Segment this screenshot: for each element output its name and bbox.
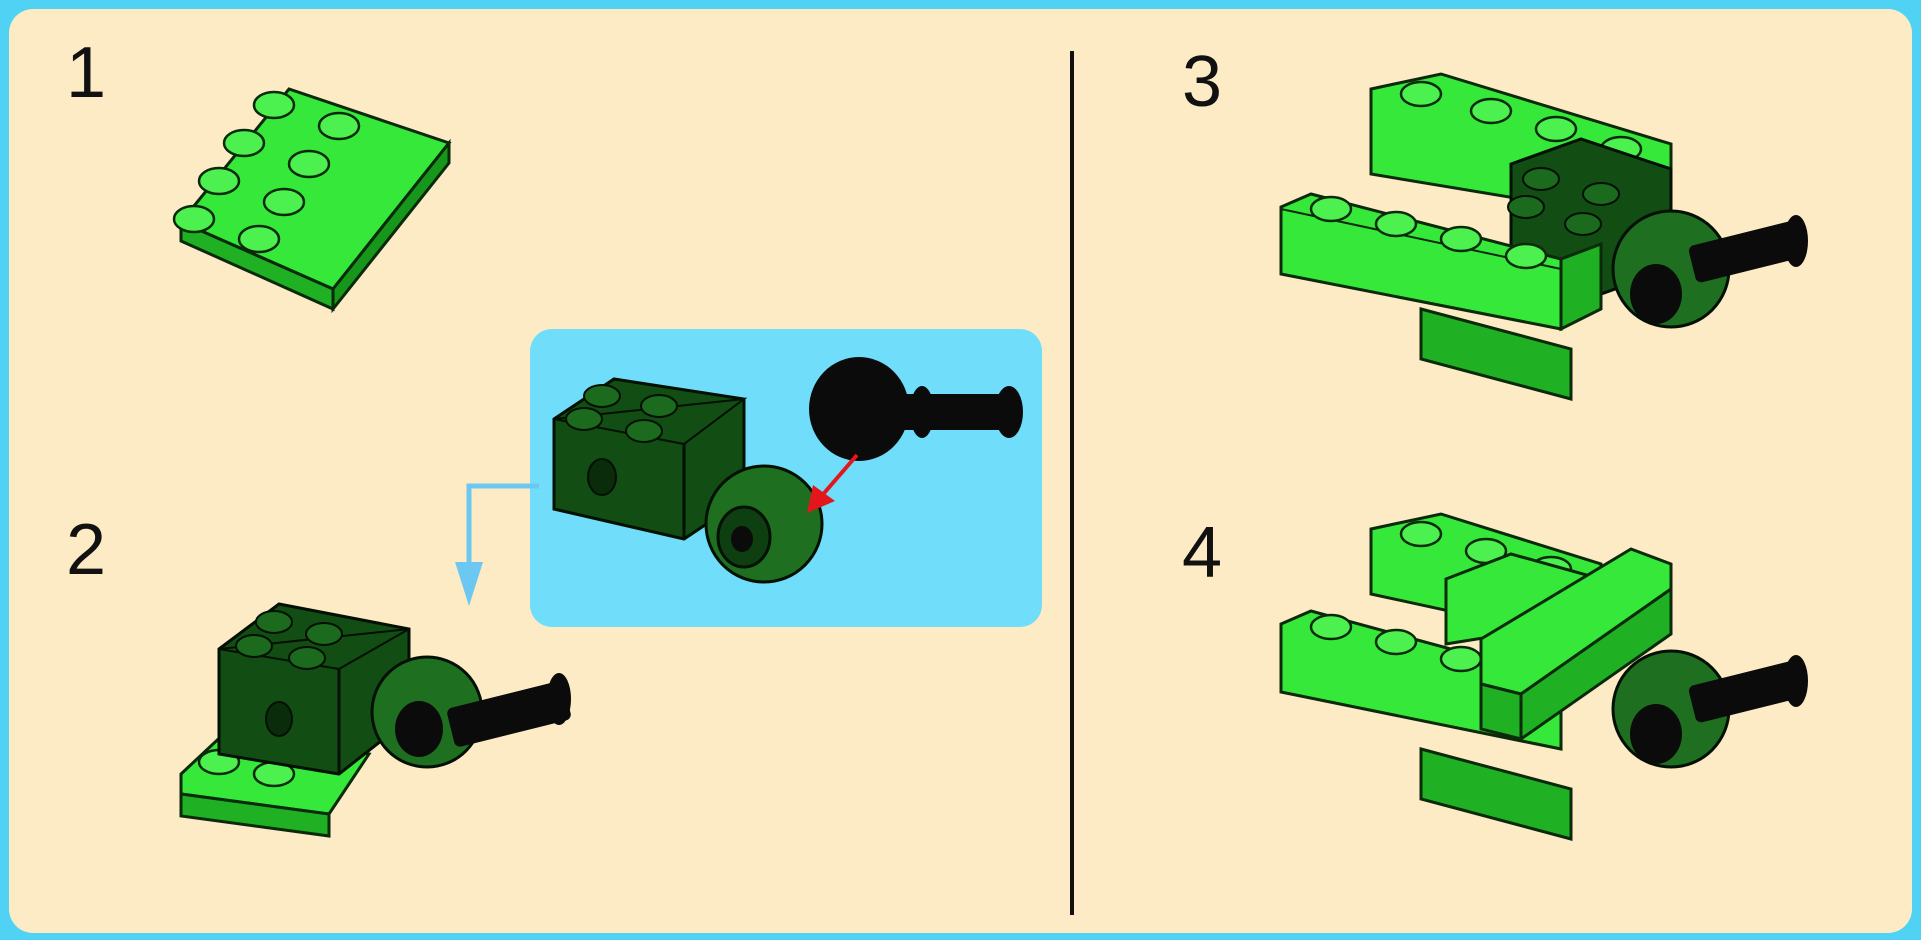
- step-number-4: 4: [1182, 517, 1222, 589]
- step3-assembly-icon: [1271, 69, 1851, 409]
- step-divider: [1070, 51, 1074, 915]
- red-arrow-icon: [799, 449, 869, 519]
- joint-brick-icon: [544, 359, 824, 589]
- instruction-page: 1 2 3 4: [9, 9, 1912, 933]
- step-number-3: 3: [1182, 46, 1222, 118]
- green-plate-icon: [179, 69, 459, 309]
- step2-assembly-icon: [179, 584, 619, 844]
- step-number-1: 1: [66, 37, 106, 109]
- step-number-2: 2: [66, 514, 106, 586]
- step4-assembly-icon: [1271, 509, 1851, 849]
